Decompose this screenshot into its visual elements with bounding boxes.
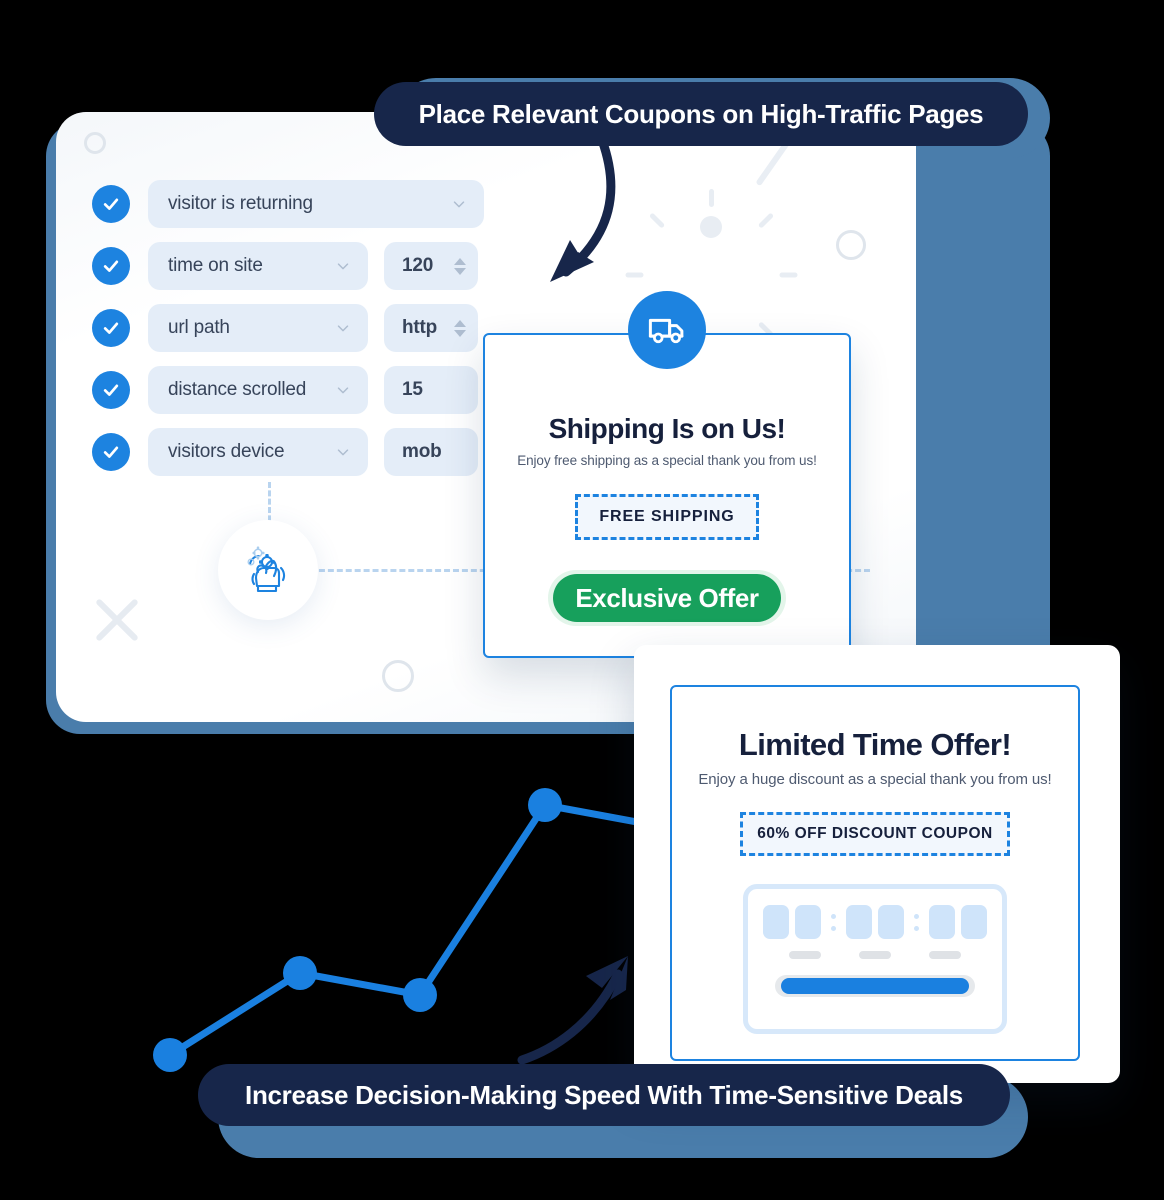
chevron-down-icon [337, 387, 349, 394]
condition-field-label: visitors device [168, 441, 285, 462]
countdown-digits [748, 905, 1002, 939]
check-icon [103, 322, 119, 334]
chevron-down-icon [453, 201, 465, 208]
limited-time-card-title: Limited Time Offer! [738, 727, 1012, 762]
number-stepper[interactable] [454, 257, 466, 275]
condition-field-select[interactable]: visitors device [148, 428, 368, 476]
exclusive-offer-button-halo: Exclusive Offer [548, 570, 786, 626]
chevron-down-icon [337, 449, 349, 456]
curved-arrow-up-icon [517, 956, 628, 1065]
delivery-truck-icon [648, 318, 684, 344]
condition-field-label: url path [168, 317, 230, 338]
condition-field-label: visitor is returning [168, 193, 313, 214]
sun-sparkle-decoration [625, 172, 797, 361]
check-icon [103, 260, 119, 272]
top-banner-label: Place Relevant Coupons on High-Traffic P… [374, 82, 1028, 146]
condition-value-input[interactable]: http [384, 304, 478, 352]
condition-field-label: time on site [168, 255, 263, 276]
countdown-unit-label [929, 951, 961, 959]
chart-data-point [528, 788, 562, 822]
countdown-digit [878, 905, 904, 939]
condition-row: url path http [92, 304, 484, 352]
curved-arrow-down-icon [550, 135, 616, 282]
circle-outline-decoration [84, 132, 106, 154]
condition-value-text: 120 [402, 255, 434, 276]
x-cross-decoration [114, 592, 120, 648]
countdown-separator [914, 913, 919, 931]
limited-time-card-border: Limited Time Offer! Enjoy a huge discoun… [670, 685, 1080, 1061]
bottom-banner-label: Increase Decision-Making Speed With Time… [198, 1064, 1010, 1126]
countdown-digit [961, 905, 987, 939]
condition-value-text: mob [402, 441, 442, 462]
free-shipping-coupon-code[interactable]: FREE SHIPPING [575, 494, 759, 540]
countdown-unit-label [859, 951, 891, 959]
circle-outline-decoration [836, 230, 866, 260]
countdown-separator [831, 913, 836, 931]
condition-checkbox-checked[interactable] [92, 185, 130, 223]
chart-data-point [403, 978, 437, 1012]
countdown-digit [763, 905, 789, 939]
countdown-cta-track [775, 975, 975, 997]
countdown-unit-labels [748, 951, 1002, 959]
countdown-digit [846, 905, 872, 939]
check-icon [103, 198, 119, 210]
condition-field-select[interactable]: url path [148, 304, 368, 352]
countdown-unit-label [789, 951, 821, 959]
growth-line-chart [153, 788, 680, 1072]
condition-row: time on site 120 [92, 242, 484, 290]
countdown-digit [929, 905, 955, 939]
countdown-group-hours [763, 905, 821, 939]
limited-time-offer-card: Limited Time Offer! Enjoy a huge discoun… [634, 645, 1120, 1083]
dashed-connector-vertical [268, 482, 271, 538]
number-stepper[interactable] [454, 319, 466, 337]
delivery-truck-badge [628, 291, 706, 369]
chart-data-point [283, 956, 317, 990]
circle-outline-decoration [382, 660, 414, 692]
condition-value-input[interactable]: mob [384, 428, 478, 476]
countdown-group-minutes [846, 905, 904, 939]
condition-value-input[interactable]: 15 [384, 366, 478, 414]
condition-checkbox-checked[interactable] [92, 309, 130, 347]
condition-checkbox-checked[interactable] [92, 371, 130, 409]
check-icon [103, 384, 119, 396]
shipping-offer-card: Shipping Is on Us! Enjoy free shipping a… [483, 291, 851, 658]
condition-row: visitor is returning [92, 180, 484, 228]
condition-field-label: distance scrolled [168, 379, 307, 400]
condition-checkbox-checked[interactable] [92, 433, 130, 471]
limited-time-card-subtitle: Enjoy a huge discount as a special thank… [698, 771, 1052, 788]
condition-field-select[interactable]: time on site [148, 242, 368, 290]
hand-holding-gears-icon [247, 546, 286, 593]
condition-field-select[interactable]: distance scrolled [148, 366, 368, 414]
condition-value-text: 15 [402, 379, 423, 400]
condition-field-select[interactable]: visitor is returning [148, 180, 484, 228]
shipping-card-subtitle: Enjoy free shipping as a special thank y… [517, 453, 817, 468]
exclusive-offer-button[interactable]: Exclusive Offer [553, 574, 781, 622]
condition-row: visitors device mob [92, 428, 484, 476]
condition-value-text: http [402, 317, 438, 338]
countdown-group-seconds [929, 905, 987, 939]
check-icon [103, 446, 119, 458]
hand-holding-gears-badge [218, 520, 318, 620]
countdown-timer [743, 884, 1007, 1034]
countdown-digit [795, 905, 821, 939]
chevron-down-icon [337, 263, 349, 270]
condition-row: distance scrolled 15 [92, 366, 484, 414]
condition-checkbox-checked[interactable] [92, 247, 130, 285]
shipping-card-title: Shipping Is on Us! [548, 413, 786, 444]
chart-data-point [153, 1038, 187, 1072]
chevron-down-icon [337, 325, 349, 332]
condition-rules-list: visitor is returning time on site [92, 180, 484, 490]
condition-value-input[interactable]: 120 [384, 242, 478, 290]
countdown-cta-bar[interactable] [781, 978, 969, 994]
discount-coupon-code[interactable]: 60% OFF DISCOUNT COUPON [740, 812, 1010, 856]
